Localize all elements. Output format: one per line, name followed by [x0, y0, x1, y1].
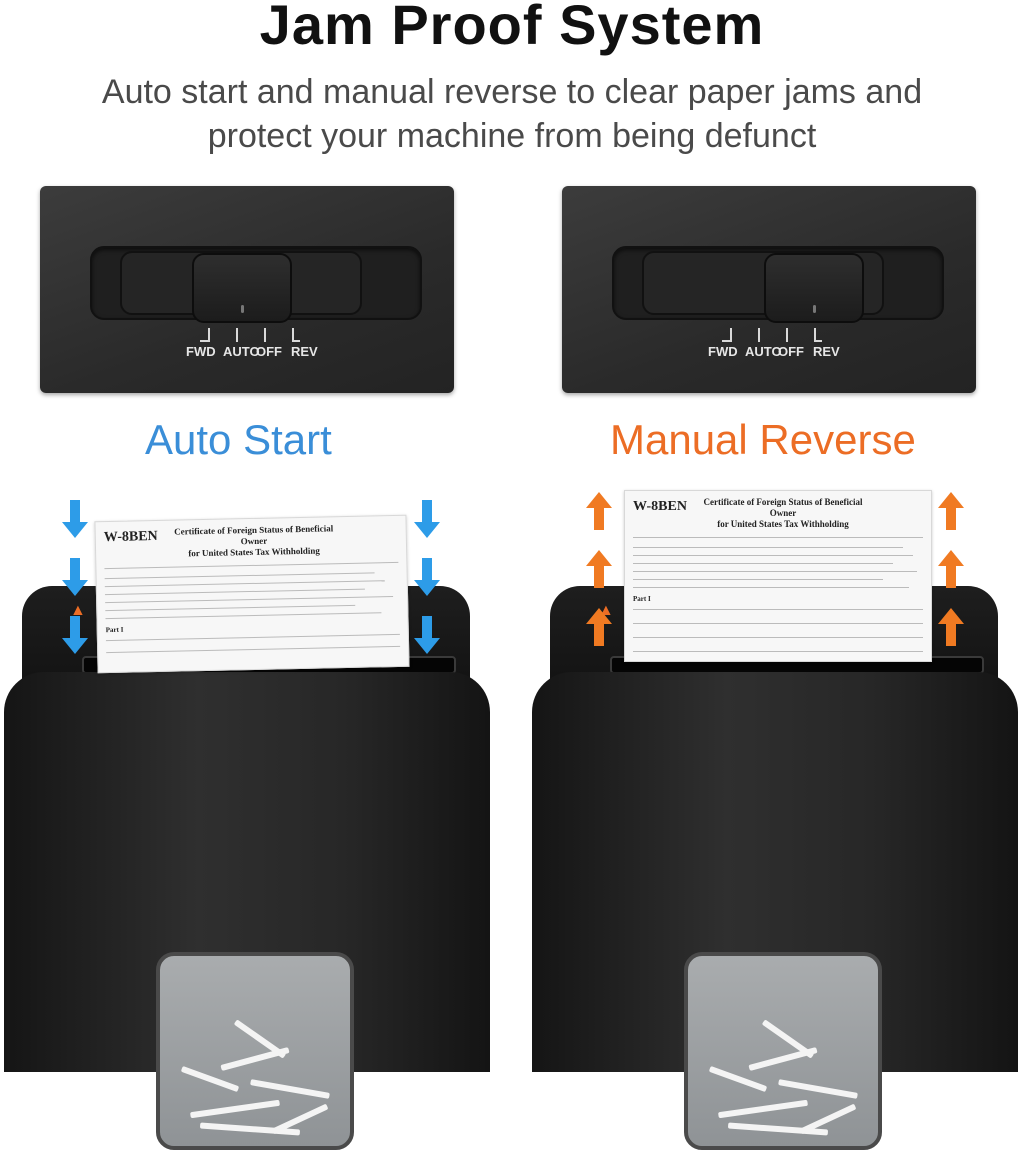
shredder-auto: ▲	[0, 586, 492, 1150]
indicator-led-icon: ▲	[70, 602, 86, 619]
form-id: W-8BEN	[103, 528, 158, 546]
fwd-tick-foot	[200, 340, 208, 342]
paper-shred	[233, 1019, 287, 1059]
label-off: OFF	[778, 344, 804, 359]
paper-shred	[761, 1019, 815, 1059]
paper-shred	[180, 1065, 240, 1093]
form-rule	[104, 561, 399, 570]
form-part-label: Part I	[105, 625, 124, 635]
form-rule	[104, 588, 365, 596]
label-rev: REV	[813, 344, 840, 359]
form-sheet-feeding: W-8BEN Certificate of Foreign Status of …	[94, 514, 410, 674]
form-rule	[105, 633, 400, 642]
off-tick	[786, 328, 788, 342]
control-panel-auto: FWD AUTO OFF REV	[40, 186, 454, 393]
form-rule	[633, 579, 883, 580]
form-rule	[633, 651, 923, 652]
bin-window	[684, 952, 882, 1150]
form-rule	[633, 563, 893, 564]
shredder-body	[532, 672, 1018, 1150]
label-fwd: FWD	[186, 344, 216, 359]
control-panel-reverse: FWD AUTO OFF REV	[562, 186, 976, 393]
mode-switch-knob[interactable]	[764, 253, 864, 323]
paper-shred	[708, 1065, 768, 1093]
subtitle-line-2: protect your machine from being defunct	[207, 117, 817, 155]
mode-switch-knob[interactable]	[192, 253, 292, 323]
arrow-up-icon	[586, 550, 612, 588]
fwd-tick	[208, 328, 210, 342]
form-rule	[105, 612, 382, 620]
fwd-tick-foot	[722, 340, 730, 342]
form-rule	[104, 580, 385, 588]
arrow-up-icon	[586, 608, 612, 646]
page-subtitle: Auto start and manual reverse to clear p…	[0, 70, 1024, 158]
form-part-label: Part I	[633, 595, 651, 603]
form-rule	[633, 587, 909, 588]
arrow-up-icon	[938, 608, 964, 646]
form-id: W-8BEN	[633, 499, 687, 514]
form-rule	[633, 537, 923, 538]
label-auto: AUTO	[745, 344, 782, 359]
form-rule	[105, 596, 394, 604]
arrow-down-icon	[414, 500, 440, 538]
fwd-tick	[730, 328, 732, 342]
form-heading-line-1: Certificate of Foreign Status of Benefic…	[703, 497, 863, 518]
arrow-down-icon	[62, 500, 88, 538]
off-tick	[264, 328, 266, 342]
paper-shred	[718, 1099, 808, 1119]
arrow-down-icon	[62, 616, 88, 654]
arrow-down-icon	[414, 558, 440, 596]
arrow-up-icon	[938, 492, 964, 530]
shredder-reverse: ▲	[528, 586, 1020, 1150]
form-rule	[633, 547, 903, 548]
form-heading-line-2: for United States Tax Withholding	[188, 545, 320, 559]
mode-switch-inner	[120, 251, 362, 323]
form-rule	[104, 572, 375, 580]
form-rule	[633, 555, 913, 556]
subtitle-line-1: Auto start and manual reverse to clear p…	[101, 73, 923, 111]
form-rule	[105, 604, 356, 612]
arrow-up-icon	[586, 492, 612, 530]
rev-tick-foot	[292, 340, 300, 342]
form-rule	[633, 623, 923, 624]
form-heading: Certificate of Foreign Status of Benefic…	[693, 497, 873, 530]
rev-tick-foot	[814, 340, 822, 342]
page-title: Jam Proof System	[259, 0, 765, 56]
bin-window	[156, 952, 354, 1150]
arrow-down-icon	[62, 558, 88, 596]
auto-start-label: Auto Start	[145, 416, 332, 463]
mode-switch-track	[612, 246, 944, 323]
label-rev: REV	[291, 344, 318, 359]
auto-tick	[758, 328, 760, 342]
form-sheet-reversing: W-8BEN Certificate of Foreign Status of …	[624, 490, 932, 662]
arrow-down-icon	[414, 616, 440, 654]
shredder-body	[4, 672, 490, 1150]
rev-tick	[292, 328, 294, 342]
paper-shred	[778, 1079, 858, 1099]
mode-switch-track	[90, 246, 422, 323]
paper-shred	[190, 1099, 280, 1119]
manual-reverse-label: Manual Reverse	[610, 416, 916, 463]
paper-shred	[250, 1079, 330, 1099]
mode-switch-inner	[642, 251, 884, 323]
form-rule	[633, 571, 917, 572]
form-heading: Certificate of Foreign Status of Benefic…	[164, 523, 345, 560]
knob-indicator-dot	[241, 305, 244, 313]
arrow-up-icon	[938, 550, 964, 588]
rev-tick	[814, 328, 816, 342]
knob-indicator-dot	[813, 305, 816, 313]
label-auto: AUTO	[223, 344, 260, 359]
label-off: OFF	[256, 344, 282, 359]
auto-tick	[236, 328, 238, 342]
form-rule	[633, 637, 923, 638]
form-rule	[106, 645, 401, 654]
form-heading-line-2: for United States Tax Withholding	[717, 519, 849, 529]
label-fwd: FWD	[708, 344, 738, 359]
form-rule	[633, 609, 923, 610]
